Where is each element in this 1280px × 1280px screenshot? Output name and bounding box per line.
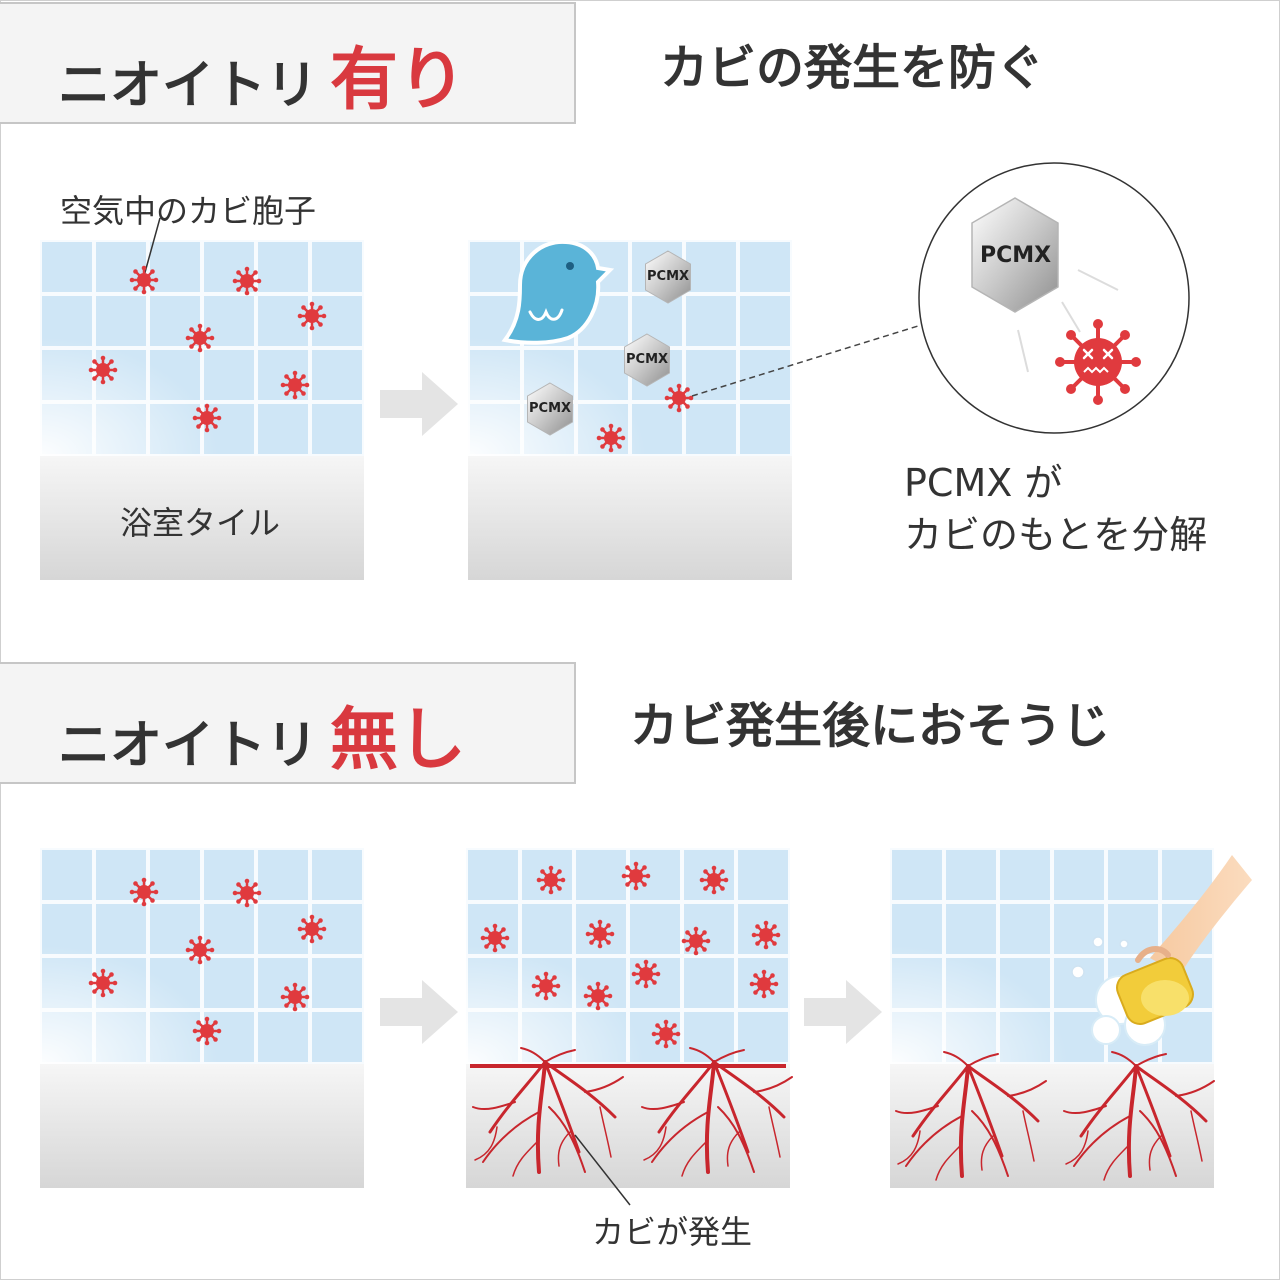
- spore-icon: [231, 877, 263, 909]
- arrow-right-icon: [804, 980, 882, 1044]
- spore-icon: [191, 402, 223, 434]
- header-without-product: ニオイトリ無し: [0, 662, 576, 784]
- arrow-right-icon: [380, 372, 458, 436]
- bird-mascot-icon: [501, 239, 615, 345]
- subtitle-prevent-mold: カビの発生を防ぐ: [660, 40, 1045, 96]
- mold-pointer-line: [574, 1134, 631, 1206]
- pcmx-label-1: PCMX: [647, 269, 690, 284]
- spore-icon: [279, 981, 311, 1013]
- spore-icon: [87, 354, 119, 386]
- subtitle-clean-after-mold: カビ発生後におそうじ: [630, 698, 1111, 754]
- spore-icon: [535, 864, 567, 896]
- tile-panel-top-2: [468, 240, 792, 580]
- header-product-name: ニオイトリ: [58, 56, 319, 116]
- spore-icon: [184, 322, 216, 354]
- label-mold-occurs: カビが発生: [592, 1213, 753, 1251]
- header-without-product-text: ニオイトリ無し: [58, 684, 466, 783]
- spore-icon: [698, 864, 730, 896]
- spore-icon: [663, 382, 695, 414]
- spore-icon: [296, 300, 328, 332]
- spore-icon: [128, 264, 160, 296]
- pcmx-label-2: PCMX: [626, 352, 669, 367]
- header-accent-with: 有り: [330, 41, 467, 120]
- spores-pointer-line: [143, 217, 161, 277]
- pcmx-label-3: PCMX: [529, 401, 572, 416]
- tile-panel-bottom-3: [890, 848, 1214, 1188]
- spore-icon: [87, 967, 119, 999]
- pcmx-label-large: PCMX: [980, 243, 1052, 268]
- spore-icon: [191, 1015, 223, 1047]
- spore-icon: [530, 970, 562, 1002]
- hand-sponge-icon: [1116, 855, 1252, 1025]
- result-line-1: PCMX が: [904, 461, 1063, 505]
- spore-icon: [584, 918, 616, 950]
- spore-icon: [630, 958, 662, 990]
- spore-icon: [595, 422, 627, 454]
- spore-icon: [296, 913, 328, 945]
- spray-lines: [1017, 269, 1119, 373]
- arrow-right-icon: [380, 980, 458, 1044]
- hexagon-pcmx-large-icon: [971, 197, 1059, 313]
- header-with-product: ニオイトリ有り: [0, 2, 576, 124]
- header-with-product-text: ニオイトリ有り: [58, 24, 466, 123]
- spore-icon: [184, 934, 216, 966]
- dead-spore-icon: [1055, 319, 1141, 405]
- spore-icon: [680, 925, 712, 957]
- spore-icon: [748, 968, 780, 1000]
- header-product-name-2: ニオイトリ: [58, 716, 319, 776]
- header-accent-without: 無し: [330, 701, 467, 780]
- tile-panel-bottom-1: [40, 848, 364, 1188]
- spore-icon: [582, 980, 614, 1012]
- zoom-circle: [918, 162, 1190, 434]
- spore-icon: [231, 265, 263, 297]
- spore-icon: [620, 860, 652, 892]
- spore-icon: [128, 876, 160, 908]
- spore-icon: [750, 919, 782, 951]
- spore-icon: [479, 922, 511, 954]
- label-bathroom-tile: 浴室タイル: [120, 504, 281, 542]
- label-airborne-spores: 空気中のカビ胞子: [60, 192, 317, 230]
- spore-icon: [650, 1018, 682, 1050]
- result-line-2: カビのもとを分解: [904, 513, 1208, 557]
- spore-icon: [279, 369, 311, 401]
